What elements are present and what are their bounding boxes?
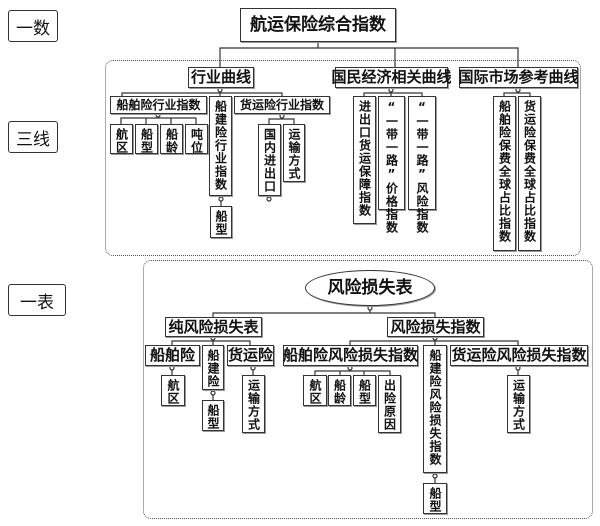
construction-loss-index: 船建险风险损失指数 <box>423 345 447 473</box>
economy-curve: 国民经济相关曲线 <box>331 67 452 88</box>
market-curve: 国际市场参考曲线 <box>458 67 579 88</box>
hull-child: 航区 <box>110 124 133 154</box>
pure-hull-child: 航区 <box>161 375 185 406</box>
label-yibiao: 一表 <box>8 284 66 316</box>
cargo-child: 国内进出口 <box>258 124 281 196</box>
loss-index: 风险损失指数 <box>387 317 484 337</box>
industry-curve: 行业曲线 <box>188 67 254 88</box>
loss-table-title: 风险损失表 <box>305 270 435 306</box>
label-sanxian: 三线 <box>8 121 58 153</box>
pure-cargo-child: 运输方式 <box>242 375 265 433</box>
economy-child: “一带一路”风险指数 <box>408 96 436 234</box>
cargo-industry-index: 货运险行业指数 <box>234 96 330 114</box>
hull-child: 船型 <box>135 124 158 154</box>
hull-industry-index: 船舶险行业指数 <box>110 96 207 114</box>
cargo-loss-index: 货运险风险损失指数 <box>450 345 588 366</box>
pure-construction-child: 船型 <box>202 400 224 431</box>
composite-index-title: 航运保险综合指数 <box>240 8 396 42</box>
construction-industry-index: 船建险行业指数 <box>209 96 232 196</box>
pure-cargo: 货运险 <box>227 345 274 366</box>
hull-loss-child: 航区 <box>303 375 327 406</box>
pure-hull: 船舶险 <box>145 345 200 366</box>
hull-loss-child: 船龄 <box>328 375 351 406</box>
pure-construction: 船建险 <box>202 345 224 390</box>
construction-child: 船型 <box>210 206 232 238</box>
hull-loss-child: 船型 <box>353 375 376 406</box>
hull-loss-index: 船舶险风险损失指数 <box>283 345 419 366</box>
cargo-child: 运输方式 <box>283 124 305 182</box>
hull-loss-child: 出险原因 <box>378 375 401 433</box>
loss-table-group <box>143 260 593 519</box>
economy-child: 进出口货运保障指数 <box>353 96 376 224</box>
market-child: 货运险保费全球占比指数 <box>518 96 541 251</box>
cargo-loss-child: 运输方式 <box>507 375 530 433</box>
hull-child: 吨位 <box>185 124 208 154</box>
market-child: 船舶险保费全球占比指数 <box>493 96 516 251</box>
construction-loss-child: 船型 <box>423 483 447 514</box>
hull-child: 船龄 <box>160 124 183 154</box>
label-yishu: 一数 <box>8 10 58 42</box>
three-lines-group <box>105 60 581 256</box>
pure-loss-table: 纯风险损失表 <box>165 317 262 337</box>
economy-child: “一带一路”价格指数 <box>378 96 405 234</box>
